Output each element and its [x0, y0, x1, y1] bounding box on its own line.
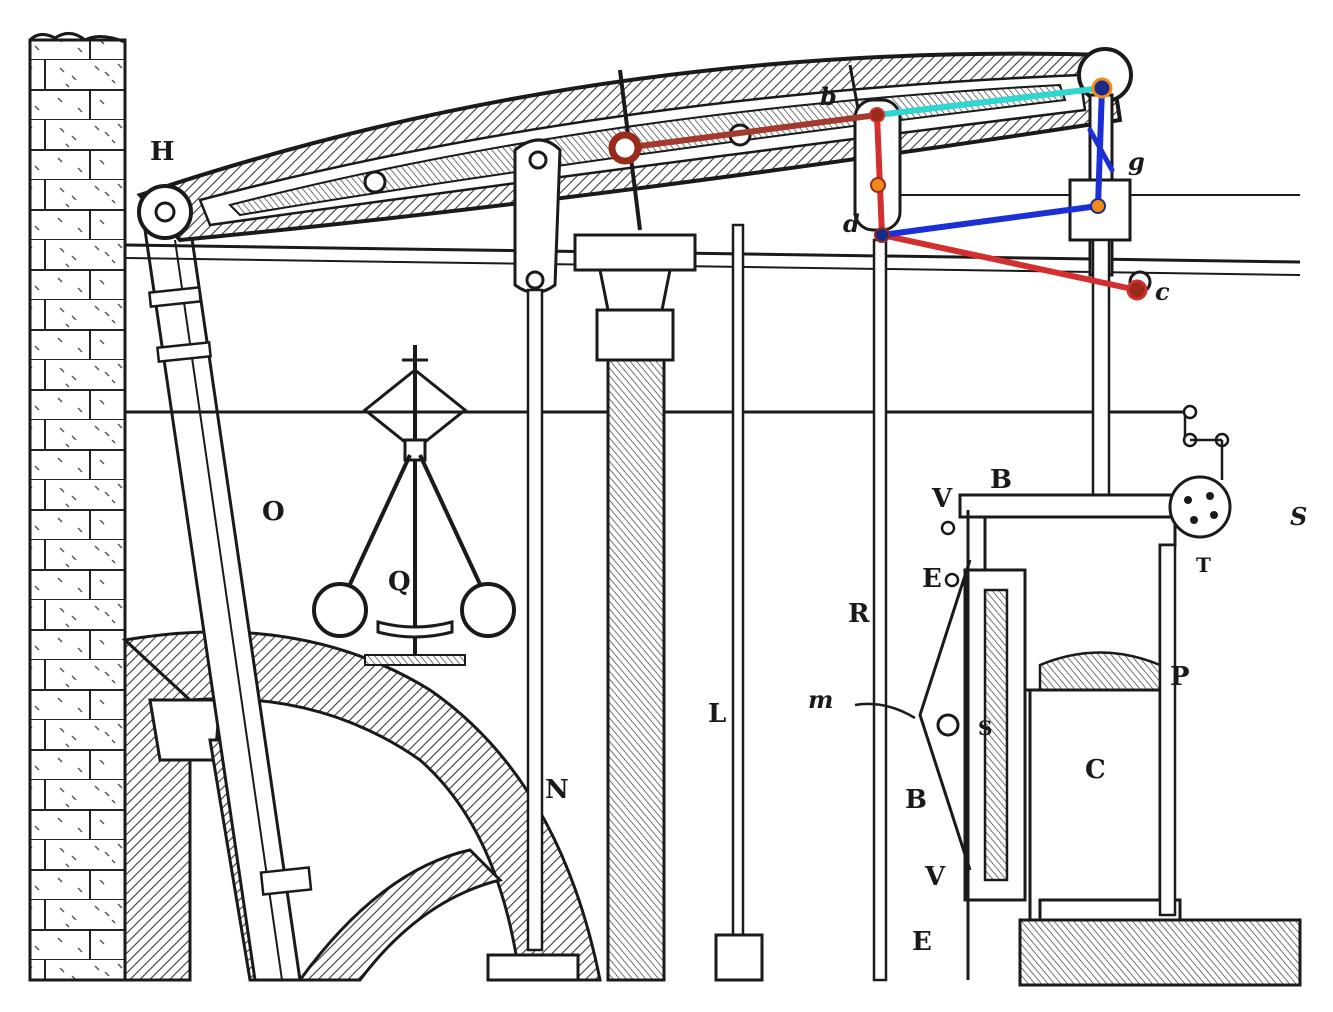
brick-wall: [28, 32, 127, 982]
label-e-bottom: E: [912, 927, 932, 957]
label-b: b: [820, 82, 837, 111]
label-o: O: [262, 497, 285, 527]
label-e-top: E: [922, 564, 942, 594]
joint-top-right: [1091, 77, 1113, 99]
label-d: d: [843, 209, 860, 238]
joint-b-mid: [870, 177, 886, 193]
link-d-to-c: [879, 232, 1140, 293]
label-v-bottom: V: [924, 862, 946, 892]
cylinder-assembly: [854, 404, 1302, 987]
link-d-to-g: [879, 203, 1101, 238]
rod-r: [872, 238, 888, 982]
label-b-top: B: [990, 465, 1012, 495]
joint-b: [869, 107, 885, 123]
label-h: H: [150, 137, 175, 167]
label-s-right: S: [1290, 502, 1307, 531]
label-p: P: [1170, 662, 1190, 692]
label-n: N: [545, 775, 569, 805]
beam-support-column: [573, 233, 697, 982]
centrifugal-governor: [312, 345, 516, 666]
label-s-lower: S: [978, 716, 992, 740]
pump-rod: [486, 138, 580, 982]
label-v-top: V: [931, 484, 953, 514]
link-top-diagonal: [1087, 127, 1115, 173]
joint-beam-fulcrum: [608, 131, 642, 165]
link-b-to-top: [874, 85, 1105, 118]
joint-c: [1126, 279, 1148, 301]
joint-d: [874, 227, 890, 243]
joint-g: [1090, 198, 1106, 214]
link-b-to-d: [874, 112, 885, 238]
label-c-cylinder: C: [1085, 755, 1106, 785]
letter-labels: H b g d c O Q R L N m S S B B V V E E C …: [150, 82, 1307, 957]
rod-l: [714, 223, 764, 982]
label-l: L: [708, 699, 726, 729]
link-fulcrum-to-b: [622, 112, 880, 151]
parallel-motion-linkage: [608, 77, 1148, 301]
label-q: Q: [388, 567, 411, 597]
label-m: m: [808, 685, 833, 714]
label-c: c: [1155, 277, 1170, 306]
label-t: T: [1196, 553, 1211, 577]
label-b-mid: B: [905, 785, 927, 815]
label-g: g: [1128, 147, 1145, 176]
label-r: R: [848, 599, 870, 629]
